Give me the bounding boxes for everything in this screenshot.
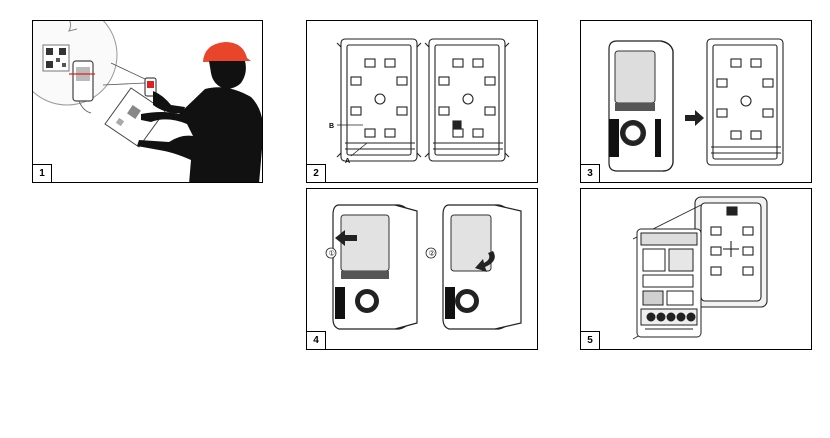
step-3-panel: 3 bbox=[580, 20, 812, 183]
mounting-frame-icon bbox=[694, 196, 768, 308]
label-b: B bbox=[329, 123, 334, 130]
step-marker-1: ① bbox=[329, 250, 335, 258]
step-4-panel: ① ② 4 bbox=[306, 188, 538, 350]
step-2-panel: B A 2 bbox=[306, 20, 538, 183]
step-1-panel: 1 bbox=[32, 20, 263, 183]
step-4-illustration: ① ② bbox=[325, 204, 522, 330]
step-number-badge: 3 bbox=[581, 164, 600, 182]
arrow-right-icon bbox=[685, 110, 704, 126]
wallbox-icon bbox=[332, 204, 418, 330]
step-3-illustration bbox=[608, 38, 784, 172]
step-number-badge: 2 bbox=[307, 164, 326, 182]
qr-inset-circle bbox=[33, 21, 118, 114]
mounting-frame-icon bbox=[424, 38, 510, 162]
step-1-illustration bbox=[33, 21, 262, 182]
step-marker-2: ② bbox=[429, 250, 435, 258]
arrow-rotate-icon bbox=[475, 251, 495, 272]
step-number-badge: 5 bbox=[581, 331, 600, 349]
wallbox-open-icon bbox=[636, 228, 702, 338]
label-a: A bbox=[345, 158, 350, 165]
mounting-frame-icon bbox=[706, 38, 784, 166]
arrow-left-icon bbox=[335, 230, 357, 246]
step-5-panel: 5 bbox=[580, 188, 812, 350]
person-silhouette-icon bbox=[137, 42, 262, 182]
step-number-badge: 4 bbox=[307, 331, 326, 349]
wallbox-icon bbox=[608, 40, 674, 172]
step-5-illustration bbox=[632, 196, 768, 340]
step-number-badge: 1 bbox=[33, 164, 52, 182]
mounting-frame-icon bbox=[336, 38, 422, 162]
step-2-illustration: B A bbox=[329, 38, 510, 165]
